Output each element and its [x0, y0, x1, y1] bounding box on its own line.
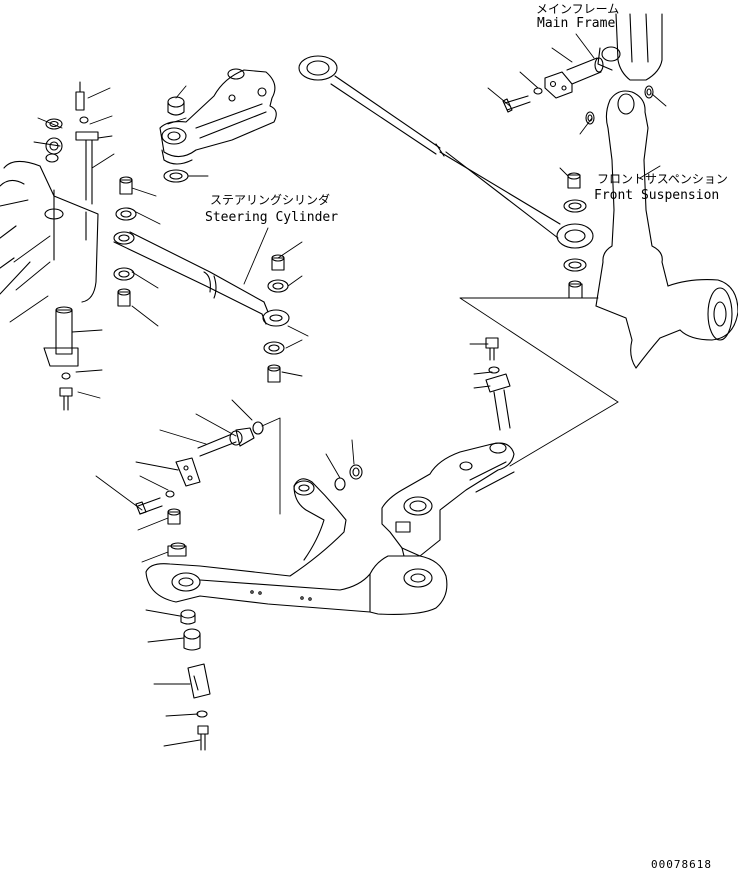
knuckle-pin	[486, 338, 510, 430]
frame-pin-assembly	[503, 58, 653, 124]
steering-cylinder-label-en: Steering Cylinder	[205, 210, 339, 225]
lower-ball-joint-stack	[181, 610, 210, 750]
document-number: 00078618	[651, 858, 712, 871]
knuckle-arm	[382, 443, 514, 556]
cylinder-left-bushings	[114, 177, 136, 306]
main-frame-label-en: Main Frame	[537, 16, 616, 31]
callout-leader-lines	[0, 34, 666, 746]
cylinder-right-bushings	[264, 255, 288, 382]
lower-pin-assembly	[136, 422, 263, 556]
left-frame-bracket	[0, 82, 98, 410]
arm-washers	[335, 465, 362, 490]
steering-cylinder	[114, 232, 289, 326]
upper-bellcrank	[160, 69, 276, 182]
steering-cylinder-label-jp: ステアリングシリンダ	[210, 193, 331, 207]
right-bushing-stack	[564, 173, 586, 298]
steering-link	[299, 56, 593, 248]
front-suspension-label-en: Front Suspension	[594, 188, 720, 203]
front-suspension-label-jp: フロントサスペンション	[597, 172, 728, 186]
main-frame-label-jp: メインフレーム	[536, 2, 620, 16]
main-frame	[598, 14, 662, 80]
front-suspension	[596, 91, 738, 368]
lower-steering-arm	[146, 479, 447, 615]
